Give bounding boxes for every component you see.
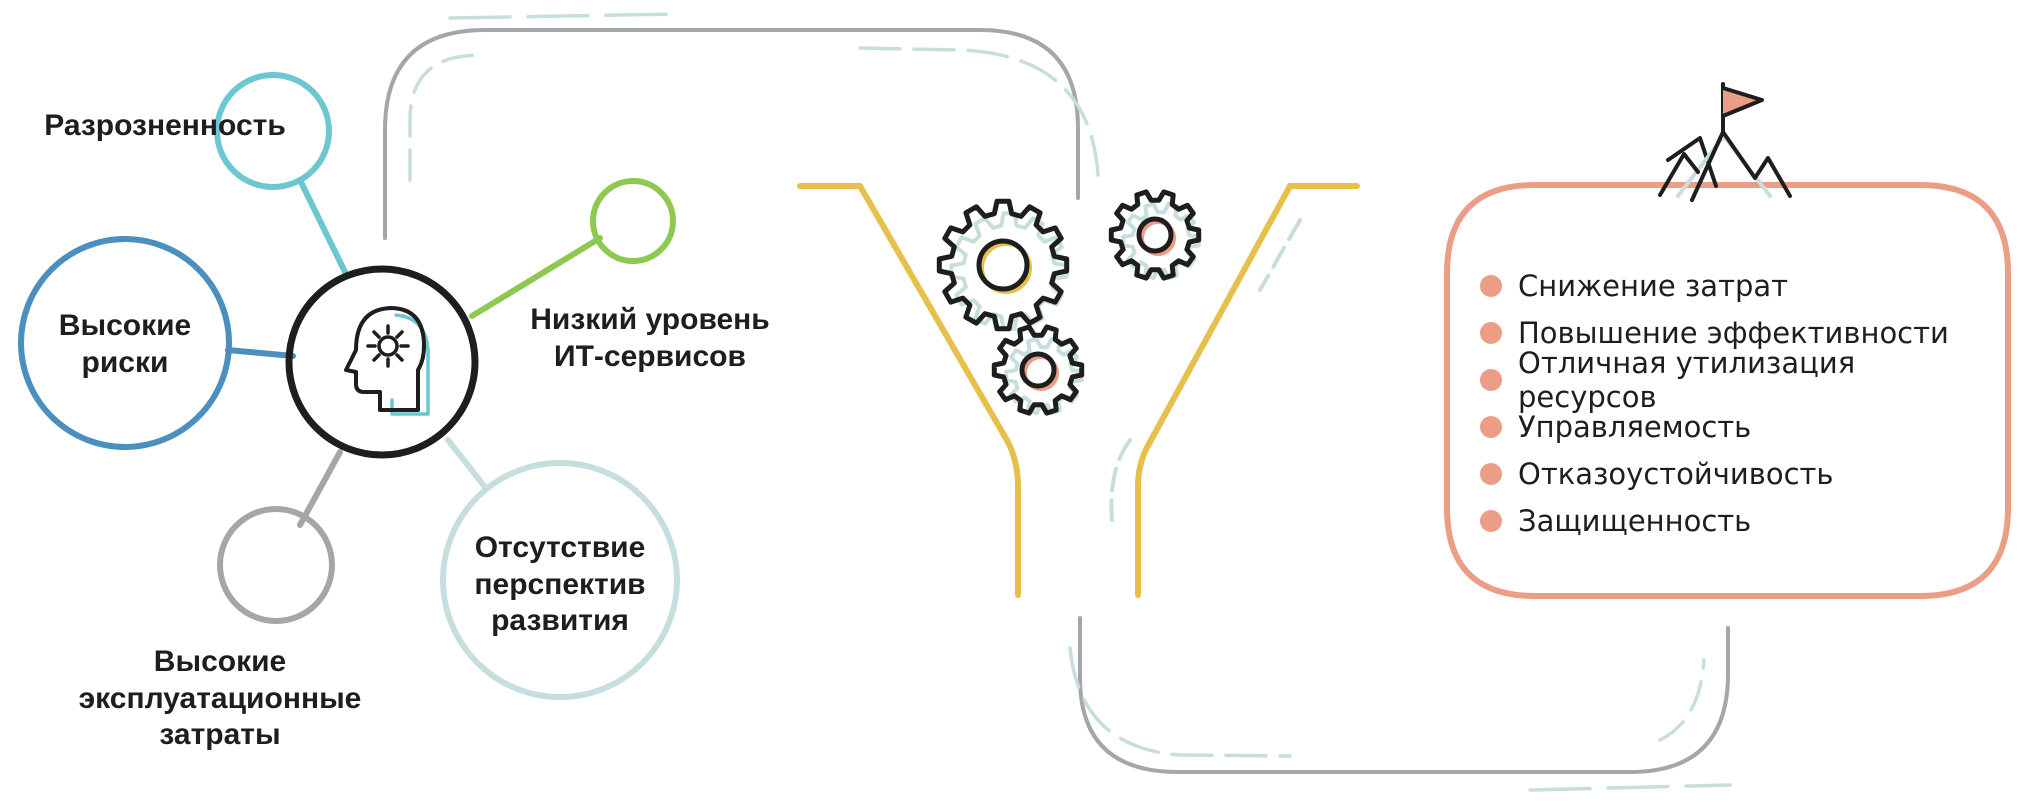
gear-small-icon [1108,189,1202,281]
label-high-risks: Высокие риски [58,309,192,379]
bullet-dot [1480,321,1502,344]
gears-icon [936,189,1202,416]
center-hub-circle [285,265,479,459]
upper-connector-arc [383,28,1080,240]
upper-connector-dash-right [858,46,1100,177]
benefits-box [1444,182,2011,599]
benefit-item: Защищенность [1480,497,2000,544]
mountain-flag-icon [1658,82,1792,202]
label-low-it: Низкий уровень ИТ-сервисов [530,303,770,373]
bullet-dot [1480,368,1502,391]
spoke-no-prospects [445,437,488,490]
spoke-disunity [297,177,348,275]
spoke-low-it [469,235,603,319]
label-disunity: Разрозненность [44,109,286,142]
circle-disunity [214,72,332,190]
label-no-prospects: Отсутствие перспектив развития [474,531,646,638]
circle-high-risks [18,236,232,450]
benefits-list: Снижение затрат Повышение эффективности … [1480,262,2000,544]
head-with-gear-icon [344,306,430,416]
circle-high-costs [217,506,335,624]
benefit-item: Управляемость [1480,403,2000,450]
funnel [797,183,1360,598]
bullet-dot [1480,274,1502,297]
lower-connector-arc [1078,616,1730,774]
bullet-dot [1480,509,1502,532]
bullet-dot [1480,415,1502,438]
gear-mid-icon [991,324,1085,416]
label-high-costs: Высокие эксплуатационные затраты [78,645,362,752]
lower-connector-dash-bottom [1528,783,1732,792]
circle-low-it [590,178,676,264]
lower-connector-dash-right [1658,658,1706,742]
lower-connector-dash [1068,646,1292,758]
benefit-item: Повышение эффективности [1480,309,2000,356]
upper-connector-dash [408,53,482,182]
spoke-high-costs [297,449,343,528]
spoke-high-risks [225,347,296,359]
bullet-dot [1480,462,1502,485]
benefit-item: Отличная утилизация ресурсов [1480,346,2000,414]
gear-large-icon [936,198,1070,332]
circle-no-prospects [440,460,680,700]
benefit-item: Снижение затрат [1480,262,2000,309]
benefit-item: Отказоустойчивость [1480,450,2000,497]
upper-connector-dash-top [448,12,682,20]
